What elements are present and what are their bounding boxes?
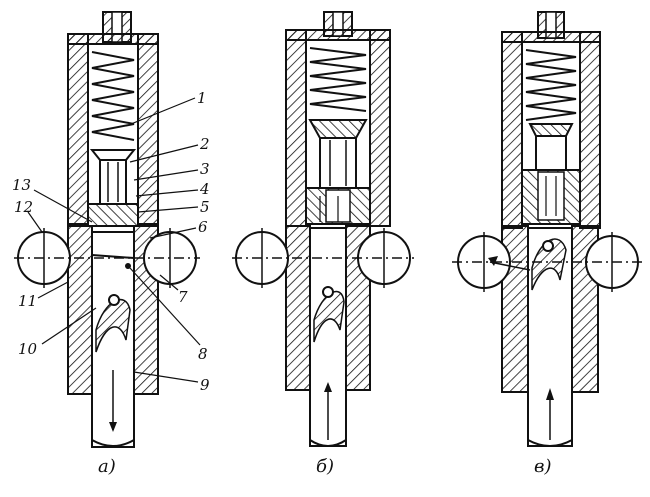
callout-4: 4 — [199, 180, 210, 198]
callout-6: 6 — [198, 218, 208, 236]
caption-v: в) — [534, 456, 552, 477]
callout-10: 10 — [18, 340, 38, 358]
callout-13: 13 — [12, 176, 31, 194]
view-b: б) — [232, 11, 414, 477]
callout-11: 11 — [18, 292, 37, 310]
callout-7: 7 — [178, 288, 188, 306]
callout-3: 3 — [200, 160, 210, 178]
caption-a: а) — [98, 456, 116, 477]
callout-5: 5 — [200, 198, 210, 216]
view-v: в) — [452, 11, 644, 477]
view-a: 1 2 3 4 5 6 7 8 9 10 11 12 13 а) — [12, 11, 210, 477]
callout-8: 8 — [198, 345, 208, 363]
spring-b — [309, 47, 367, 112]
caption-b: б) — [316, 456, 334, 477]
callout-12: 12 — [14, 198, 33, 216]
callout-1: 1 — [197, 89, 207, 107]
callout-9: 9 — [200, 376, 210, 394]
callout-2: 2 — [199, 135, 210, 153]
spring-a — [91, 51, 135, 141]
spring-v — [525, 49, 577, 121]
